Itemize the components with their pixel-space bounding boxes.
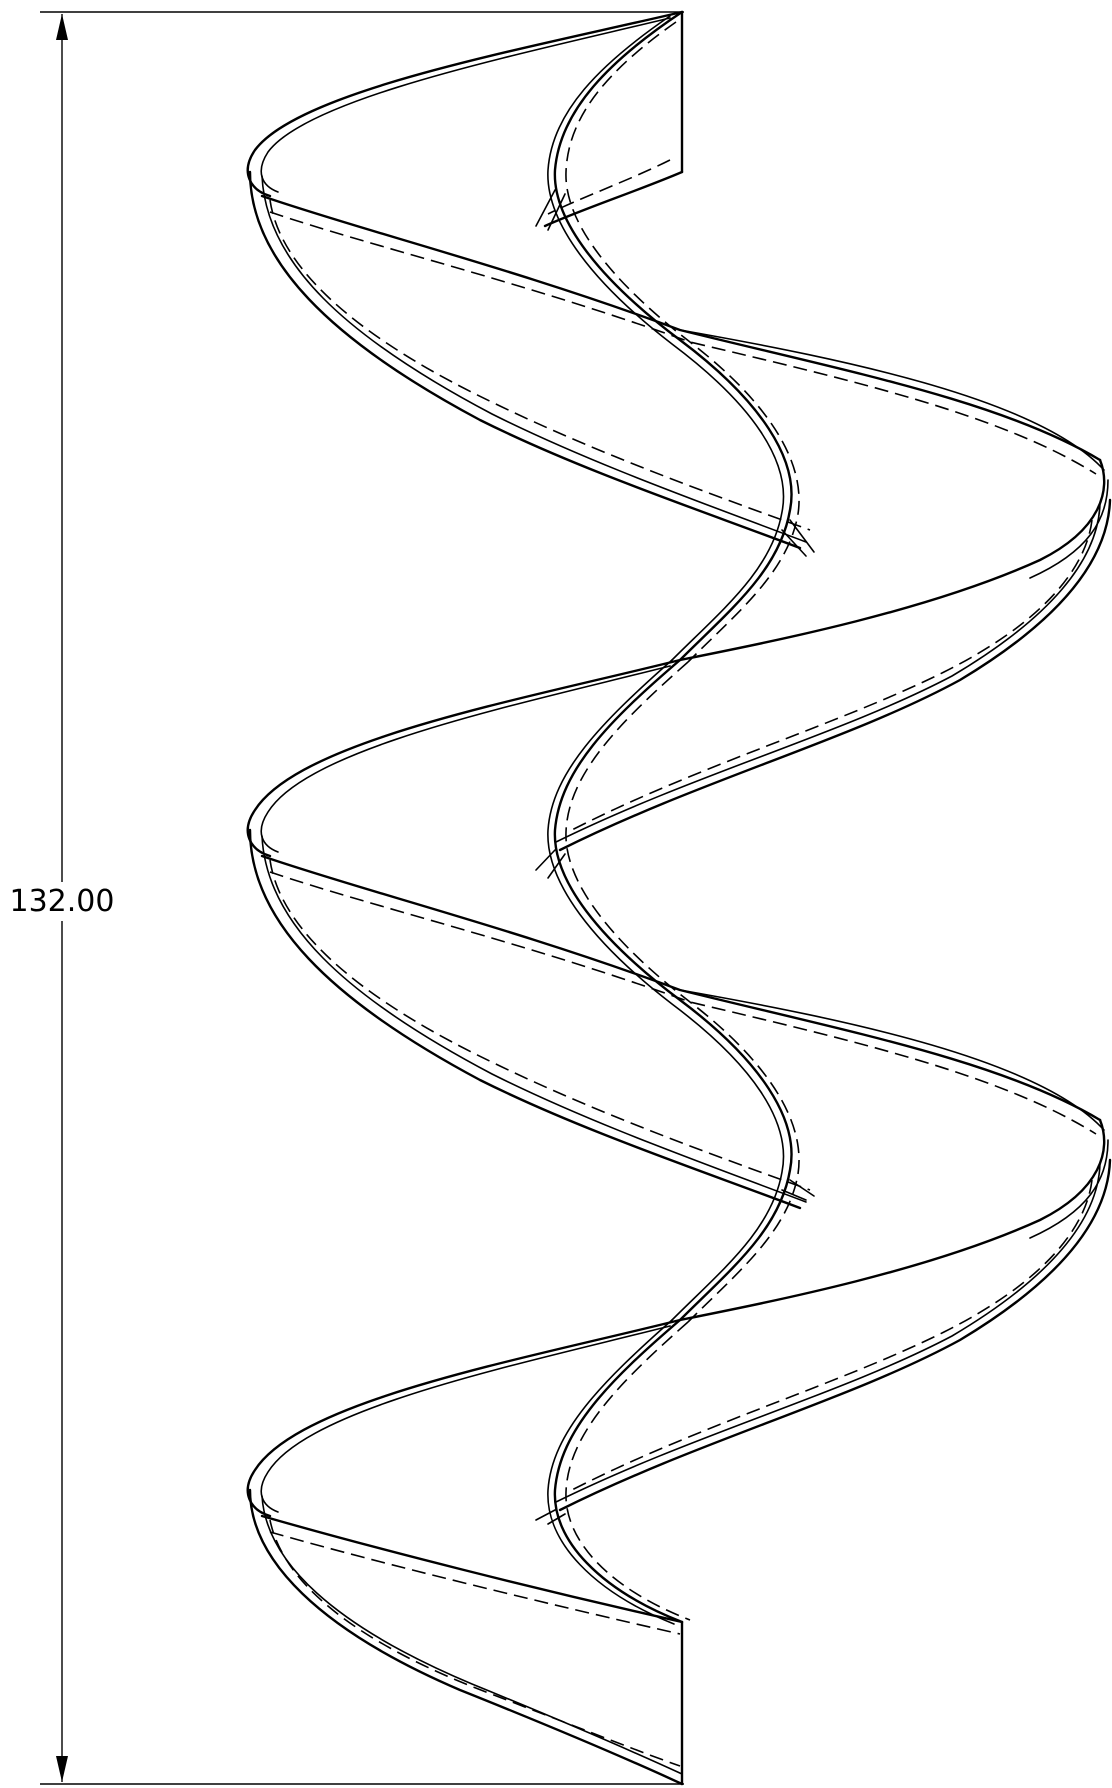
outer-flight [246, 10, 1112, 1786]
inner-helix [535, 10, 815, 1625]
height-dimension: 132.00 [7, 11, 684, 1785]
dimension-label-background [7, 882, 117, 921]
dimension-label: 132.00 [10, 884, 115, 919]
dimension-arrow-bottom-icon [56, 1756, 68, 1782]
dimension-arrow-top-icon [56, 14, 68, 40]
